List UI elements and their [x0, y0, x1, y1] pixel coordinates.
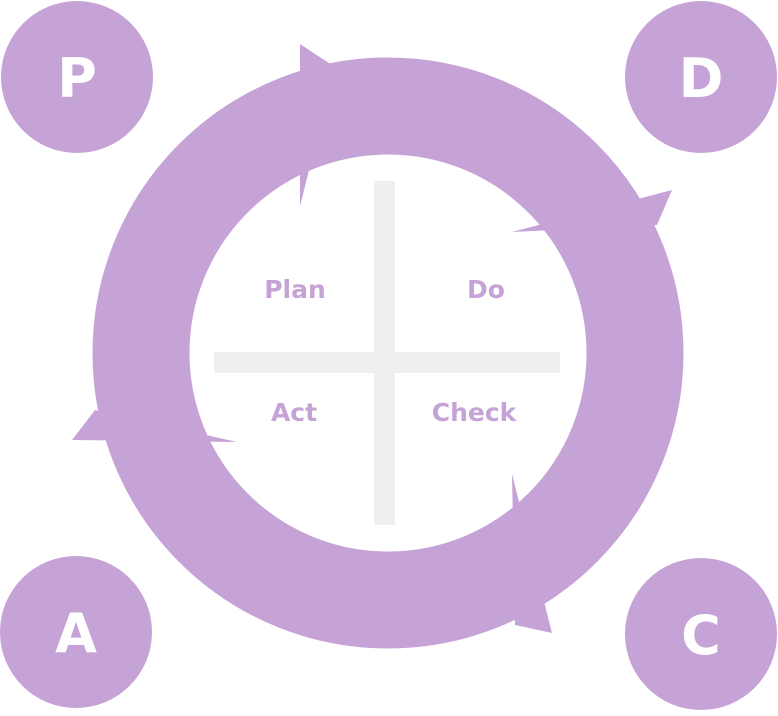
quadrant-label-do: Do: [467, 275, 505, 304]
corner-letter-a: A: [55, 602, 97, 665]
cross-horizontal: [214, 352, 560, 373]
corner-letter-c: C: [681, 604, 721, 667]
quadrant-label-check: Check: [432, 398, 518, 427]
corner-badge-p: P: [1, 1, 153, 153]
arrowhead-top: [300, 44, 335, 206]
corner-circle-a: [0, 556, 152, 708]
corner-circle-p: [1, 1, 153, 153]
corner-badge-c: C: [625, 558, 777, 710]
cycle-ring: [92, 57, 684, 649]
corner-circle-c: [625, 558, 777, 710]
arrowhead-right: [512, 190, 672, 232]
quadrant-label-plan: Plan: [264, 275, 326, 304]
arrowhead-bottom: [512, 474, 552, 633]
corner-badge-d: D: [625, 1, 777, 153]
corner-letter-p: P: [57, 47, 97, 110]
corner-circle-d: [625, 1, 777, 153]
arrowhead-left: [72, 410, 237, 442]
corner-letter-d: D: [679, 47, 724, 110]
quadrant-label-act: Act: [271, 398, 317, 427]
corner-badge-a: A: [0, 556, 152, 708]
